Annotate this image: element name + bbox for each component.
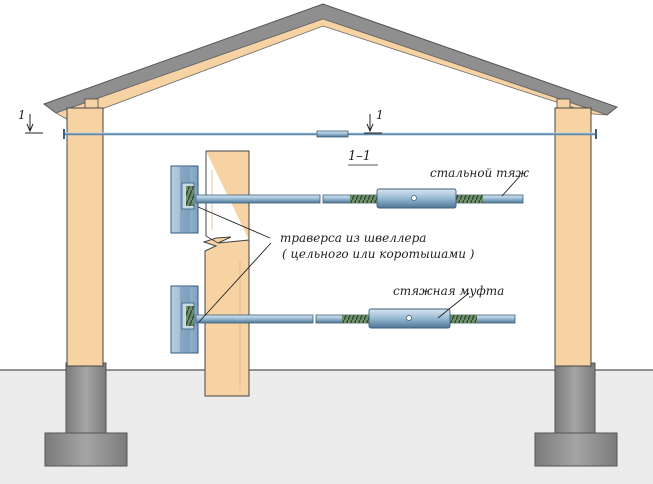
leader-lines: [197, 175, 521, 323]
steel-tie-label: стальной тяж: [430, 166, 530, 180]
left-wall: [66, 98, 104, 367]
section-mark-right-label: 1: [376, 108, 384, 122]
gable-roof: [42, 3, 619, 122]
top-tie-rod: [63, 129, 597, 139]
right-wall: [554, 98, 592, 367]
lower-anchor: [170, 285, 199, 354]
section-title: 1–1: [348, 149, 372, 164]
traverse-label-line1: траверса из швеллера: [280, 231, 427, 245]
traverse-label-line2: ( цельного или коротышами ): [282, 247, 475, 261]
section-mark-left-label: 1: [18, 108, 26, 122]
right-foundation: [534, 362, 618, 467]
section-mark-right: [364, 114, 382, 134]
section-mark-left: [25, 114, 43, 134]
upper-anchor: [170, 165, 199, 234]
coupling-label: стяжная муфта: [393, 284, 505, 298]
wall-section-timber: [202, 150, 250, 397]
left-foundation: [44, 362, 128, 467]
upper-tie-rod: [195, 188, 524, 209]
lower-tie-rod: [195, 308, 516, 329]
